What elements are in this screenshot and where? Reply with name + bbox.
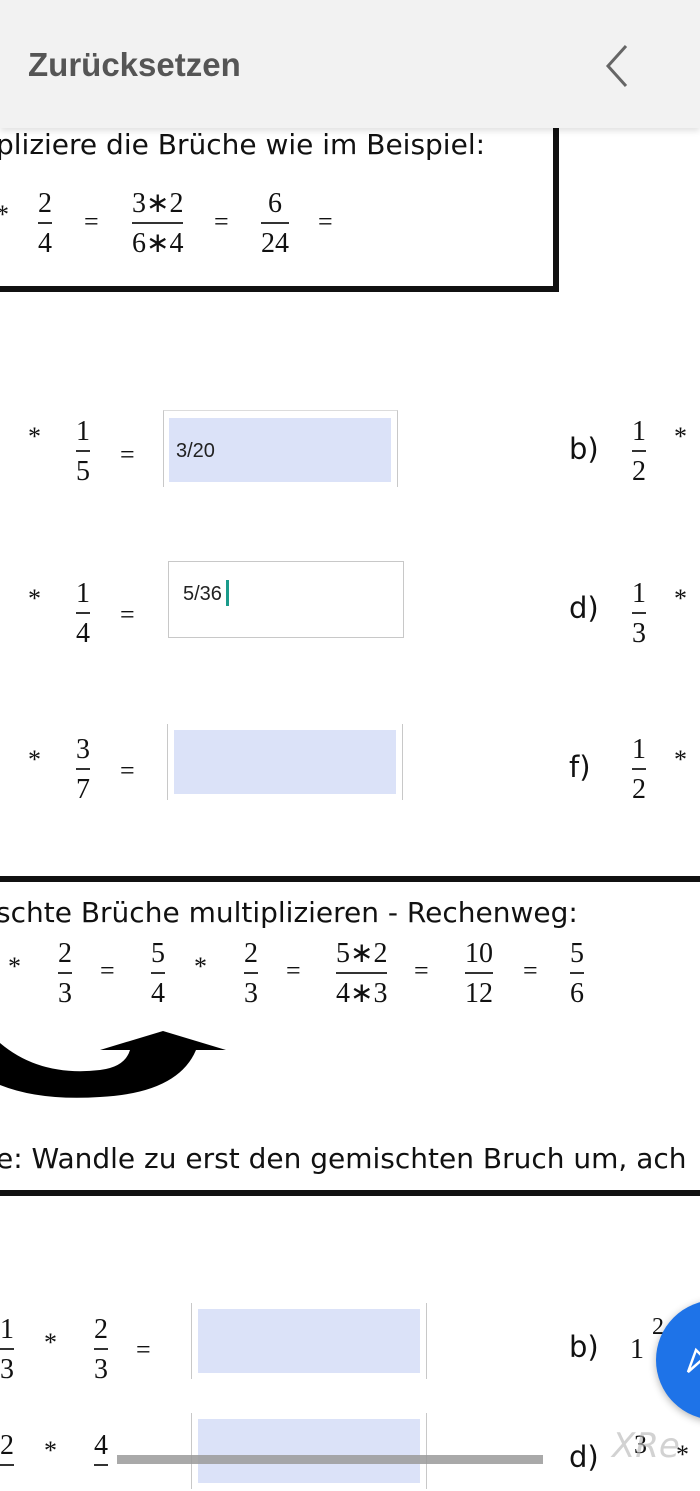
- horizontal-scrollbar[interactable]: [117, 1455, 543, 1464]
- task-label-f: f): [569, 750, 591, 784]
- instruction-text: pliziere die Brüche wie im Beispiel:: [0, 128, 486, 161]
- times-symbol: *: [0, 200, 9, 230]
- equals-symbol: =: [523, 956, 538, 985]
- answer-field-a[interactable]: [163, 410, 398, 487]
- answer-field-2a[interactable]: [191, 1303, 427, 1381]
- example-box: [0, 118, 559, 292]
- fraction: 2: [0, 1432, 14, 1472]
- text-caret: [226, 580, 229, 606]
- times-symbol: *: [44, 1328, 57, 1357]
- task-label-2d: d): [569, 1440, 599, 1474]
- top-app-bar: Zurücksetzen: [0, 0, 700, 128]
- equals-symbol: =: [414, 956, 429, 985]
- equals-symbol: =: [136, 1335, 151, 1364]
- equals-symbol: =: [84, 207, 99, 236]
- equals-symbol: =: [318, 207, 333, 236]
- times-symbol: *: [8, 952, 21, 981]
- task-label-2b: b): [569, 1330, 599, 1364]
- equals-symbol: =: [214, 207, 229, 236]
- back-button[interactable]: [598, 42, 638, 90]
- equals-symbol: =: [100, 956, 115, 985]
- chevron-left-icon: [605, 44, 628, 88]
- times-symbol: *: [674, 745, 687, 774]
- curved-arrow-icon: [0, 1031, 226, 1098]
- fraction-numerator: 3: [634, 1430, 647, 1459]
- whole-number: 1: [630, 1334, 644, 1365]
- equals-symbol: =: [120, 440, 135, 469]
- answer-field-c[interactable]: [168, 561, 404, 638]
- equals-symbol: =: [120, 756, 135, 785]
- answer-input-e[interactable]: [178, 724, 382, 802]
- pencil-icon: [686, 1347, 700, 1373]
- equals-symbol: =: [120, 600, 135, 629]
- times-symbol: *: [44, 1436, 57, 1465]
- equals-symbol: =: [286, 956, 301, 985]
- fraction: 4: [94, 1432, 108, 1472]
- divider: [0, 876, 700, 882]
- reset-title[interactable]: Zurücksetzen: [28, 46, 241, 83]
- section-title: schte Brüche multiplizieren - Rechenweg:: [0, 896, 578, 929]
- answer-input-a[interactable]: [174, 417, 378, 485]
- watermark: XRe: [612, 1426, 680, 1466]
- times-symbol: *: [28, 422, 41, 451]
- times-symbol: *: [28, 745, 41, 774]
- task-label-d: d): [569, 591, 599, 625]
- answer-input-2c[interactable]: [202, 1413, 406, 1491]
- answer-input-2a[interactable]: [202, 1303, 406, 1381]
- answer-field-e[interactable]: [167, 724, 403, 802]
- hint-text: e: Wandle zu erst den gemischten Bruch u…: [0, 1142, 687, 1175]
- times-symbol: *: [676, 1440, 689, 1469]
- task-label-b: b): [569, 432, 599, 466]
- divider: [0, 1190, 700, 1196]
- answer-field-2c[interactable]: [191, 1413, 427, 1491]
- times-symbol: *: [674, 584, 687, 613]
- times-symbol: *: [28, 584, 41, 613]
- times-symbol: *: [194, 952, 207, 981]
- times-symbol: *: [674, 422, 687, 451]
